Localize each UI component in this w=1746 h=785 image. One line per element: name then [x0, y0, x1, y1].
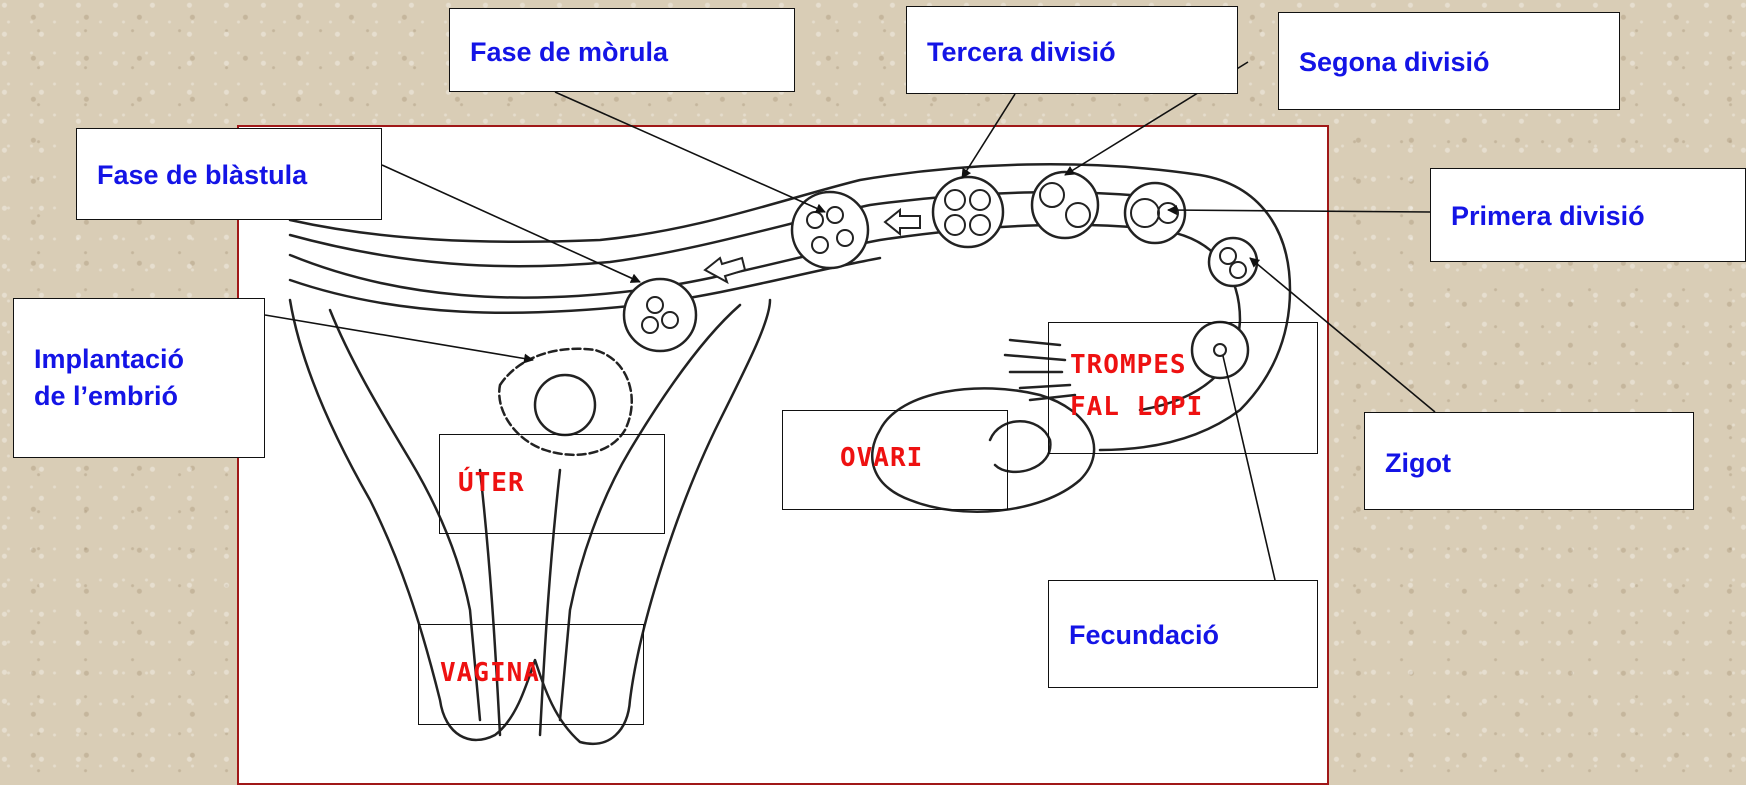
uterus-label: ÚTER	[458, 468, 525, 498]
leader-first-division	[1168, 210, 1430, 212]
fertilization-label-box: Fecundació	[1048, 580, 1318, 688]
morula-shape	[792, 192, 868, 268]
morula-label-box: Fase de mòrula	[449, 8, 795, 92]
implantation-label-line1: Implantació	[34, 341, 184, 377]
blastula-label-box: Fase de blàstula	[76, 128, 382, 220]
direction-arrow-1	[885, 210, 920, 234]
ovary-label: OVARI	[840, 443, 923, 473]
implantation-label-box: Implantació de l’embrió	[13, 298, 265, 458]
first-division-shape	[1125, 183, 1185, 243]
zygote-label: Zigot	[1385, 445, 1451, 481]
leader-implantation	[265, 315, 533, 360]
leader-morula	[555, 92, 825, 212]
zygote-label-box: Zigot	[1364, 412, 1694, 510]
vagina-label: VAGINA	[440, 658, 540, 688]
fallopian-tubes-label-line1: TROMPES	[1070, 350, 1187, 380]
leader-blastula	[382, 165, 640, 282]
third-division-label: Tercera divisió	[927, 34, 1116, 70]
third-division-label-box: Tercera divisió	[906, 6, 1238, 94]
fallopian-tubes-label-line2: FAL LOPI	[1070, 392, 1203, 422]
second-division-label: Segona divisió	[1299, 44, 1490, 80]
morula-label: Fase de mòrula	[470, 34, 668, 70]
third-division-shape	[933, 177, 1003, 247]
blastula-label: Fase de blàstula	[97, 157, 307, 193]
fallopian-tube-lumen-lower	[290, 258, 880, 313]
first-division-label-box: Primera divisió	[1430, 168, 1746, 262]
fallopian-tubes-box	[1048, 322, 1318, 454]
implanted-embryo-shape	[535, 375, 595, 435]
second-division-shape	[1032, 172, 1098, 238]
blastula-shape	[624, 279, 696, 351]
second-division-label-box: Segona divisió	[1278, 12, 1620, 110]
implantation-label-line2: de l’embrió	[34, 378, 178, 414]
fertilization-label: Fecundació	[1069, 617, 1219, 653]
first-division-label: Primera divisió	[1451, 198, 1645, 234]
